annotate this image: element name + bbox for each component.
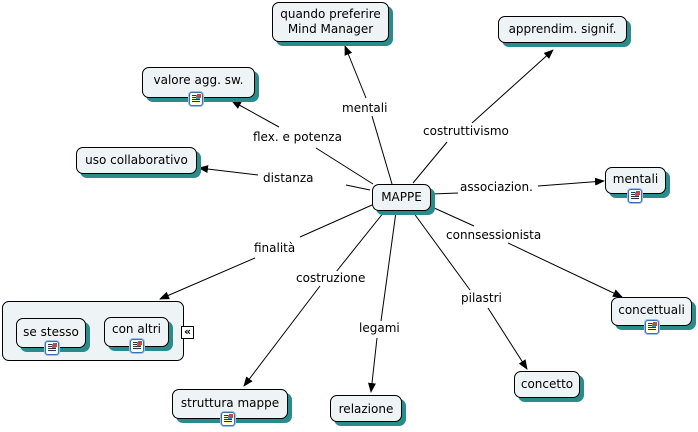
document-icon[interactable]	[130, 339, 144, 353]
link-label-costruttivismo: costruttivismo	[421, 124, 511, 138]
concept-concetto[interactable]: concetto	[514, 371, 580, 398]
line-mappe-legami	[380, 211, 397, 322]
line-mentali-quando	[344, 45, 367, 99]
concept-text: concettuali	[618, 303, 685, 317]
line-mappe-costruttivismo	[412, 141, 448, 184]
line-legami-relazione	[368, 337, 378, 393]
line-mappe-pilastri	[412, 211, 471, 291]
concept-text-line1: quando preferire	[280, 7, 381, 21]
concept-text: apprendim. signif.	[508, 22, 617, 36]
line-pilastri-concetto	[487, 307, 528, 370]
concept-text: concetto	[520, 377, 574, 391]
concept-text: valore agg. sw.	[153, 73, 244, 87]
link-label-pilastri: pilastri	[459, 291, 504, 305]
line-mappe-connsessionista	[431, 206, 475, 227]
line-costruttivismo-apprendim	[471, 49, 554, 124]
line-mappe-finalita	[299, 204, 373, 238]
line-mappe-associazion	[431, 192, 459, 195]
concept-text: con altri	[111, 322, 162, 336]
concept-text: struttura mappe	[180, 396, 280, 410]
document-icon[interactable]	[45, 341, 59, 355]
line-finalita-group	[159, 257, 256, 300]
concept-text: mentali	[612, 172, 659, 186]
concept-text: se stesso	[23, 325, 79, 339]
concept-text-line2: Mind Manager	[287, 22, 374, 36]
link-label-distanza: distanza	[261, 171, 316, 185]
line-distanza-uso	[198, 165, 259, 176]
link-label-costruzione: costruzione	[294, 271, 368, 285]
link-label-mentali: mentali	[340, 101, 390, 115]
concept-text: relazione	[338, 402, 394, 416]
link-label-flex-e-potenza: flex. e potenza	[251, 130, 344, 144]
line-mappe-costruzione	[335, 211, 385, 273]
document-icon[interactable]	[628, 189, 642, 203]
line-mappe-mentali	[371, 115, 393, 185]
concept-mappe-central[interactable]: MAPPE	[372, 184, 431, 211]
link-label-connsessionista: connsessionista	[444, 228, 544, 242]
link-label-finalita: finalità	[252, 241, 298, 255]
line-mappe-flex	[315, 147, 374, 185]
line-connsessionista-concettuali	[507, 242, 623, 298]
line-costruzione-struttura	[243, 285, 321, 387]
line-associazion-mentali	[537, 177, 605, 187]
concept-quando-preferire[interactable]: quando preferire Mind Manager	[272, 2, 389, 42]
link-label-legami: legami	[357, 321, 402, 335]
collapse-group-button[interactable]: «	[181, 326, 194, 339]
concept-struttura-mappe[interactable]: struttura mappe	[172, 389, 288, 419]
concept-text: uso collaborativo	[85, 153, 188, 167]
link-label-associazion: associazion.	[458, 180, 535, 194]
concept-text: MAPPE	[381, 190, 422, 204]
concept-uso-collaborativo[interactable]: uso collaborativo	[76, 147, 197, 174]
line-flex-valore	[231, 100, 280, 128]
concept-apprendim-signif[interactable]: apprendim. signif.	[498, 16, 627, 43]
document-icon[interactable]	[645, 320, 659, 334]
document-icon[interactable]	[189, 92, 203, 106]
document-icon[interactable]	[221, 412, 235, 426]
concept-relazione[interactable]: relazione	[330, 395, 402, 422]
line-mappe-distanza	[345, 184, 371, 191]
